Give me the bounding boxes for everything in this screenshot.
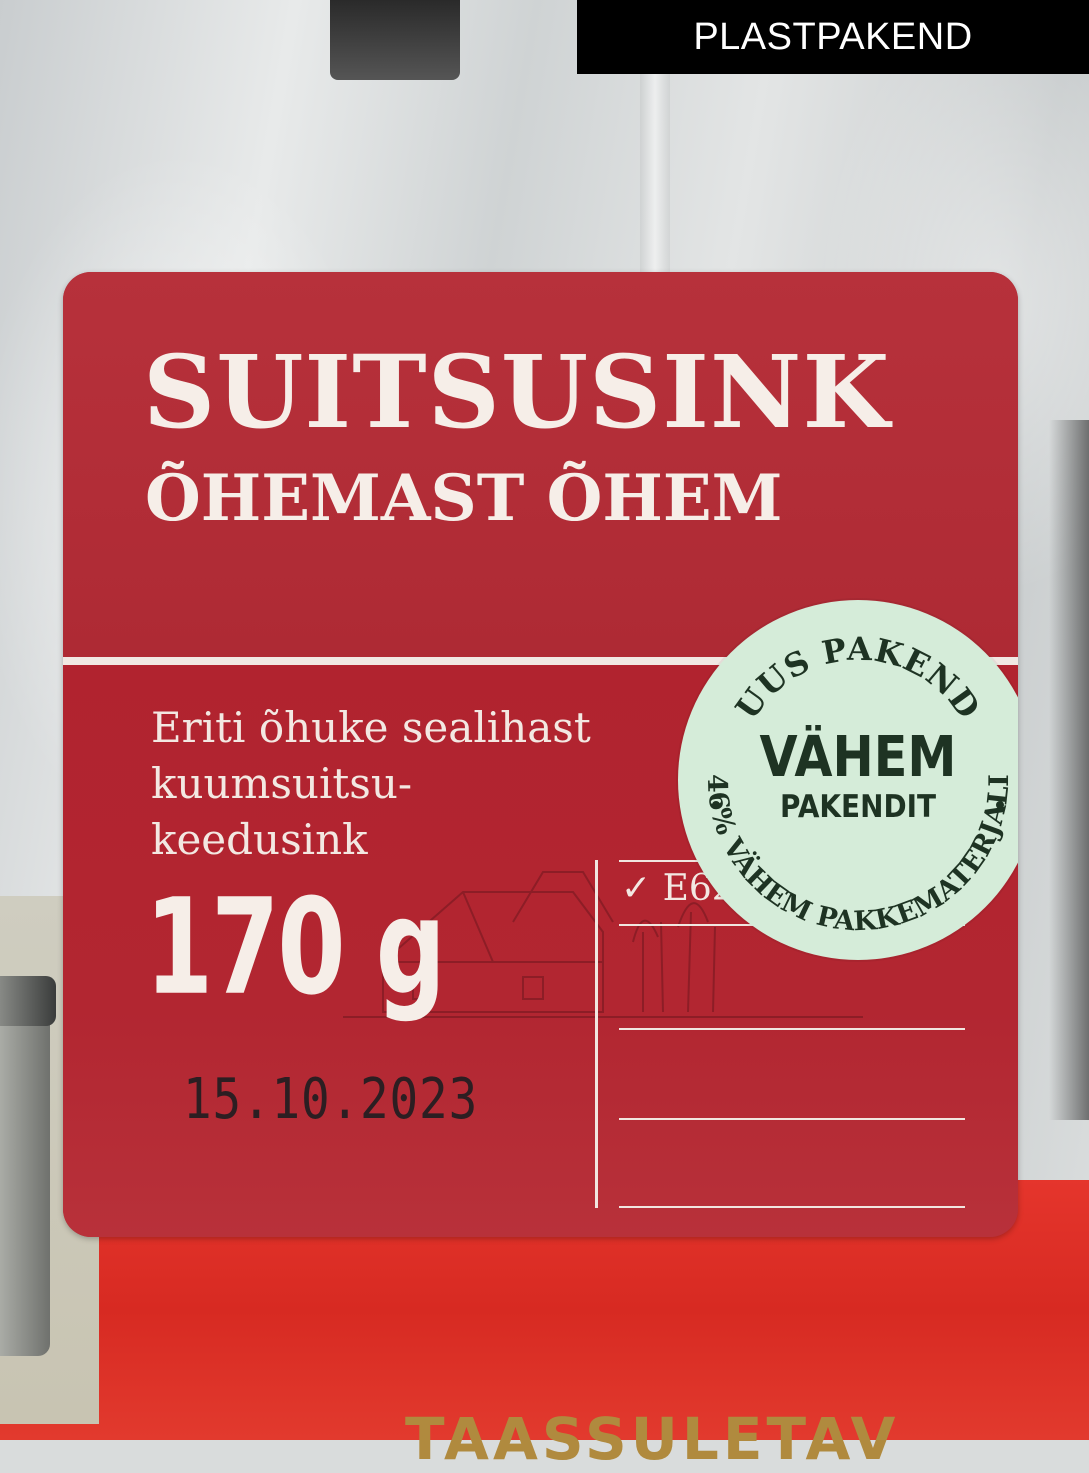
farmhouse-sketch	[343, 871, 863, 1018]
corner-tag: PLASTPAKEND	[577, 0, 1089, 74]
checklist-line	[619, 1206, 965, 1208]
description-line: Eriti õhuke sealihast	[151, 703, 591, 752]
product-description: Eriti õhuke sealihast kuumsuitsu- keedus…	[151, 700, 671, 868]
red-bag-text: TAASSULETAV	[405, 1405, 900, 1473]
new-packaging-badge: UUS PAKEND 46% VÄHEM PAKKEMATERJALI VÄHE…	[678, 600, 1018, 960]
jar-cap-image	[0, 976, 56, 1026]
label-divider	[63, 657, 1018, 665]
description-line: keedusink	[151, 815, 368, 864]
label-top-panel	[63, 272, 1018, 660]
description-line: kuumsuitsu-	[151, 759, 413, 808]
svg-text:UUS PAKEND: UUS PAKEND	[728, 630, 988, 726]
bag-shadow	[1049, 420, 1089, 1120]
jar-image	[0, 996, 50, 1356]
product-label: SUITSUSINK ÕHEMAST ÕHEM Eriti õhuke seal…	[63, 272, 1018, 1237]
checklist-border	[595, 860, 598, 1208]
product-weight: 170 g	[145, 871, 446, 1026]
badge-top-arc-text: UUS PAKEND	[728, 630, 987, 726]
badge-arc-text: UUS PAKEND 46% VÄHEM PAKKEMATERJALI	[701, 630, 1015, 938]
badge-main-text: VÄHEM	[759, 725, 957, 790]
checklist-line	[619, 1028, 965, 1030]
badge-sub-text: PAKENDIT	[779, 789, 937, 825]
product-title: SUITSUSINK	[143, 333, 891, 451]
bag-clip	[330, 0, 460, 80]
product-subtitle: ÕHEMAST ÕHEM	[145, 461, 783, 536]
best-before-date: 15.10.2023	[183, 1067, 479, 1132]
checklist-line	[619, 1118, 965, 1120]
